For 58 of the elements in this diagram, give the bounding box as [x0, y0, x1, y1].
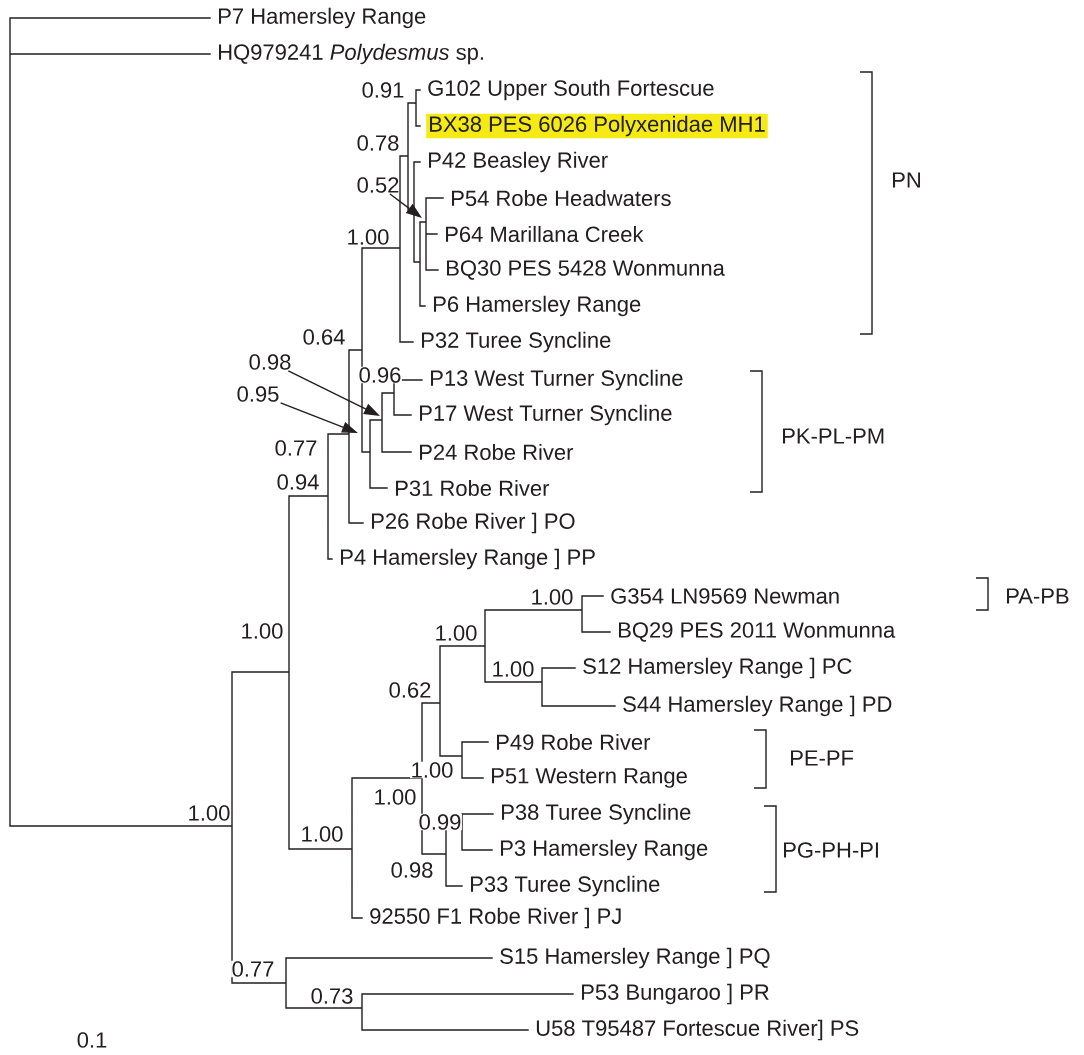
support-value: 0.99: [418, 813, 462, 831]
support-value: 0.52: [357, 177, 399, 193]
taxon-label: P42 Beasley River: [429, 151, 608, 173]
taxon-label: P24 Robe River: [420, 443, 574, 461]
support-value: 1.00: [530, 588, 574, 606]
taxon-label: S44 Hamersley Range ] PD: [623, 695, 892, 717]
taxon-label: 92550 F1 Robe River ] PJ: [370, 907, 621, 929]
taxon-label: P51 Western Range: [492, 768, 687, 788]
support-value: 0.62: [388, 681, 432, 699]
support-value: 0.95: [237, 386, 279, 402]
taxon-label: P32 Turee Syncline: [422, 331, 611, 353]
taxon-label: S12 Hamersley Range ] PC: [583, 657, 852, 679]
support-value: 0.96: [358, 366, 402, 384]
support-value: 1.00: [346, 228, 390, 246]
taxon-label: BQ30 PES 5428 Wonmunna: [447, 260, 725, 280]
taxon-label: P26 Robe River ] PO: [372, 512, 575, 534]
clade-label: PK-PL-PM: [783, 428, 884, 444]
clade-label: PN: [893, 172, 920, 188]
support-value: 0.73: [310, 987, 354, 1005]
support-value: 1.00: [240, 622, 284, 640]
support-value: 0.91: [361, 81, 405, 99]
taxon-label: G354 LN9569 Newman: [611, 588, 839, 604]
clade-label: PA-PB: [1007, 588, 1069, 604]
support-value: 0.78: [356, 134, 400, 152]
taxon-label: P3 Hamersley Range: [501, 839, 708, 861]
taxon-label: P64 Marillana Creek: [446, 225, 644, 243]
taxon-label: P54 Robe Headwaters: [452, 189, 671, 207]
scale-value: 0.1: [77, 1032, 107, 1048]
support-value: 0.94: [276, 473, 320, 491]
taxon-label: P4 Hamersley Range ] PP: [341, 548, 595, 570]
taxon-label: P7 Hamersley Range: [219, 7, 426, 29]
taxon-label: HQ979241 Polydesmus sp.: [219, 43, 483, 65]
support-value: 0.64: [302, 328, 346, 346]
taxon-label: P17 West Turner Syncline: [420, 404, 672, 426]
taxon-label: P6 Hamersley Range: [434, 295, 641, 317]
taxon-label: P49 Robe River: [497, 733, 651, 751]
support-value: 0.77: [231, 960, 275, 978]
support-value: 1.00: [300, 825, 344, 843]
support-value: 1.00: [373, 788, 417, 806]
support-value: 1.00: [434, 624, 478, 642]
taxon-label: BQ29 PES 2011 Wonmunna: [619, 622, 896, 642]
taxon-label: P38 Turee Syncline: [502, 803, 691, 825]
support-value: 1.00: [491, 660, 535, 678]
taxon-label: P13 West Turner Syncline: [431, 369, 683, 391]
support-value: 0.98: [249, 354, 291, 370]
taxon-label: P33 Turee Syncline: [471, 875, 660, 897]
taxon-label: G102 Upper South Fortescue: [428, 79, 714, 101]
clade-label: PE-PF: [791, 750, 854, 766]
support-value: 1.00: [410, 761, 454, 779]
highlighted-taxon-label: BX38 PES 6026 Polyxenidae MH1: [426, 113, 768, 139]
taxon-label: P31 Robe River: [396, 479, 550, 497]
taxon-label: S15 Hamersley Range ] PQ: [500, 947, 770, 969]
clade-label: PG-PH-PI: [784, 842, 878, 858]
support-value: 0.77: [274, 439, 318, 457]
taxon-label: U58 T95487 Fortescue River] PS: [536, 1019, 859, 1041]
support-value: 1.00: [187, 804, 231, 822]
support-value: 0.98: [390, 861, 434, 879]
taxon-label: P53 Bungaroo ] PR: [582, 983, 769, 1005]
